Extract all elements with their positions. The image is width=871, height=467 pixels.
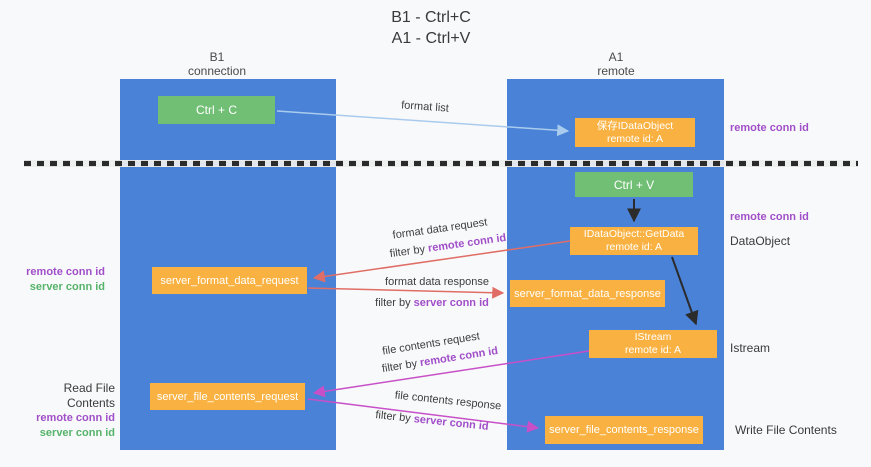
read-file-contents-annotation: Read File Contents [63, 381, 115, 410]
title-line-2: A1 - Ctrl+V [391, 30, 471, 47]
format-list-label: format list [400, 99, 450, 115]
istream-box: IStream remote id: A [589, 330, 717, 358]
ctrl-v-label: Ctrl + V [613, 177, 655, 192]
remote-conn-id-legend: remote conn id [36, 412, 115, 424]
filter-prefix: filter by [381, 357, 422, 376]
file-contents-response-label: file contents response [394, 389, 502, 413]
ctrl-c-label: Ctrl + C [195, 103, 237, 117]
left-column-header: B1 connection [188, 50, 246, 78]
dataobject-annotation: DataObject [730, 234, 791, 248]
server-format-data-request-label: server_format_data_request [160, 274, 299, 287]
save-idataobject-box: 保存IDataObject remote id: A [575, 118, 695, 147]
idataobject-getdata-line2: remote id: A [605, 241, 663, 253]
left-legend-format: remote conn id server conn id [20, 265, 105, 295]
filter-prefix: filter by [374, 409, 415, 426]
save-idataobject-line1: 保存IDataObject [596, 119, 674, 132]
diagram-title: B1 - Ctrl+C A1 - Ctrl+V [0, 7, 862, 49]
idataobject-getdata-line1: IDataObject::GetData [583, 228, 685, 240]
title-line-1: B1 - Ctrl+C [391, 9, 471, 26]
right-column-subtitle: remote [597, 64, 635, 78]
left-column-name: B1 [209, 50, 225, 64]
istream-line1: IStream [634, 331, 672, 343]
server-file-contents-request-box: server_file_contents_request [150, 383, 305, 410]
istream-annotation: Istream [730, 341, 771, 355]
server-conn-id-legend: server conn id [39, 427, 115, 439]
ctrl-v-box: Ctrl + V [575, 172, 693, 197]
server-file-contents-response-box: server_file_contents_response [545, 416, 703, 444]
left-legend-file: Read File Contents remote conn id server… [18, 381, 115, 441]
idataobject-getdata-box: IDataObject::GetData remote id: A [570, 227, 698, 255]
server-file-contents-response-label: server_file_contents_response [549, 424, 699, 436]
format-data-response-label: format data response [385, 276, 489, 288]
server-file-contents-request-label: server_file_contents_request [156, 390, 299, 403]
machine-boundary-dashed-line [24, 160, 858, 167]
ctrl-c-box: Ctrl + C [158, 96, 275, 124]
server-format-data-request-box: server_format_data_request [152, 267, 307, 294]
save-idataobject-line2: remote id: A [606, 132, 664, 145]
left-column-subtitle: connection [187, 64, 247, 78]
remote-conn-id-annotation-mid: remote conn id [730, 211, 809, 223]
server-conn-id-key: server conn id [413, 413, 490, 433]
server-conn-id-key: server conn id [413, 297, 489, 309]
server-format-data-response-label: server_format_data_response [514, 287, 661, 300]
write-file-contents-annotation: Write File Contents [735, 423, 837, 437]
right-column-header: A1 remote [597, 50, 634, 78]
filter-prefix: filter by [389, 242, 429, 261]
remote-conn-id-legend: remote conn id [26, 266, 105, 278]
istream-line2: remote id: A [624, 344, 682, 356]
remote-conn-id-key: remote conn id [427, 231, 507, 255]
right-column-name: A1 [608, 50, 624, 64]
filter-by-server-conn-id-label-2: filter by server conn id [375, 409, 489, 433]
remote-conn-id-annotation-top: remote conn id [730, 122, 809, 134]
filter-prefix: filter by [375, 297, 414, 309]
server-conn-id-legend: server conn id [29, 281, 105, 293]
server-format-data-response-box: server_format_data_response [510, 280, 665, 307]
format-data-response-arrow [307, 286, 505, 299]
filter-by-server-conn-id-label-1: filter by server conn id [375, 297, 489, 309]
